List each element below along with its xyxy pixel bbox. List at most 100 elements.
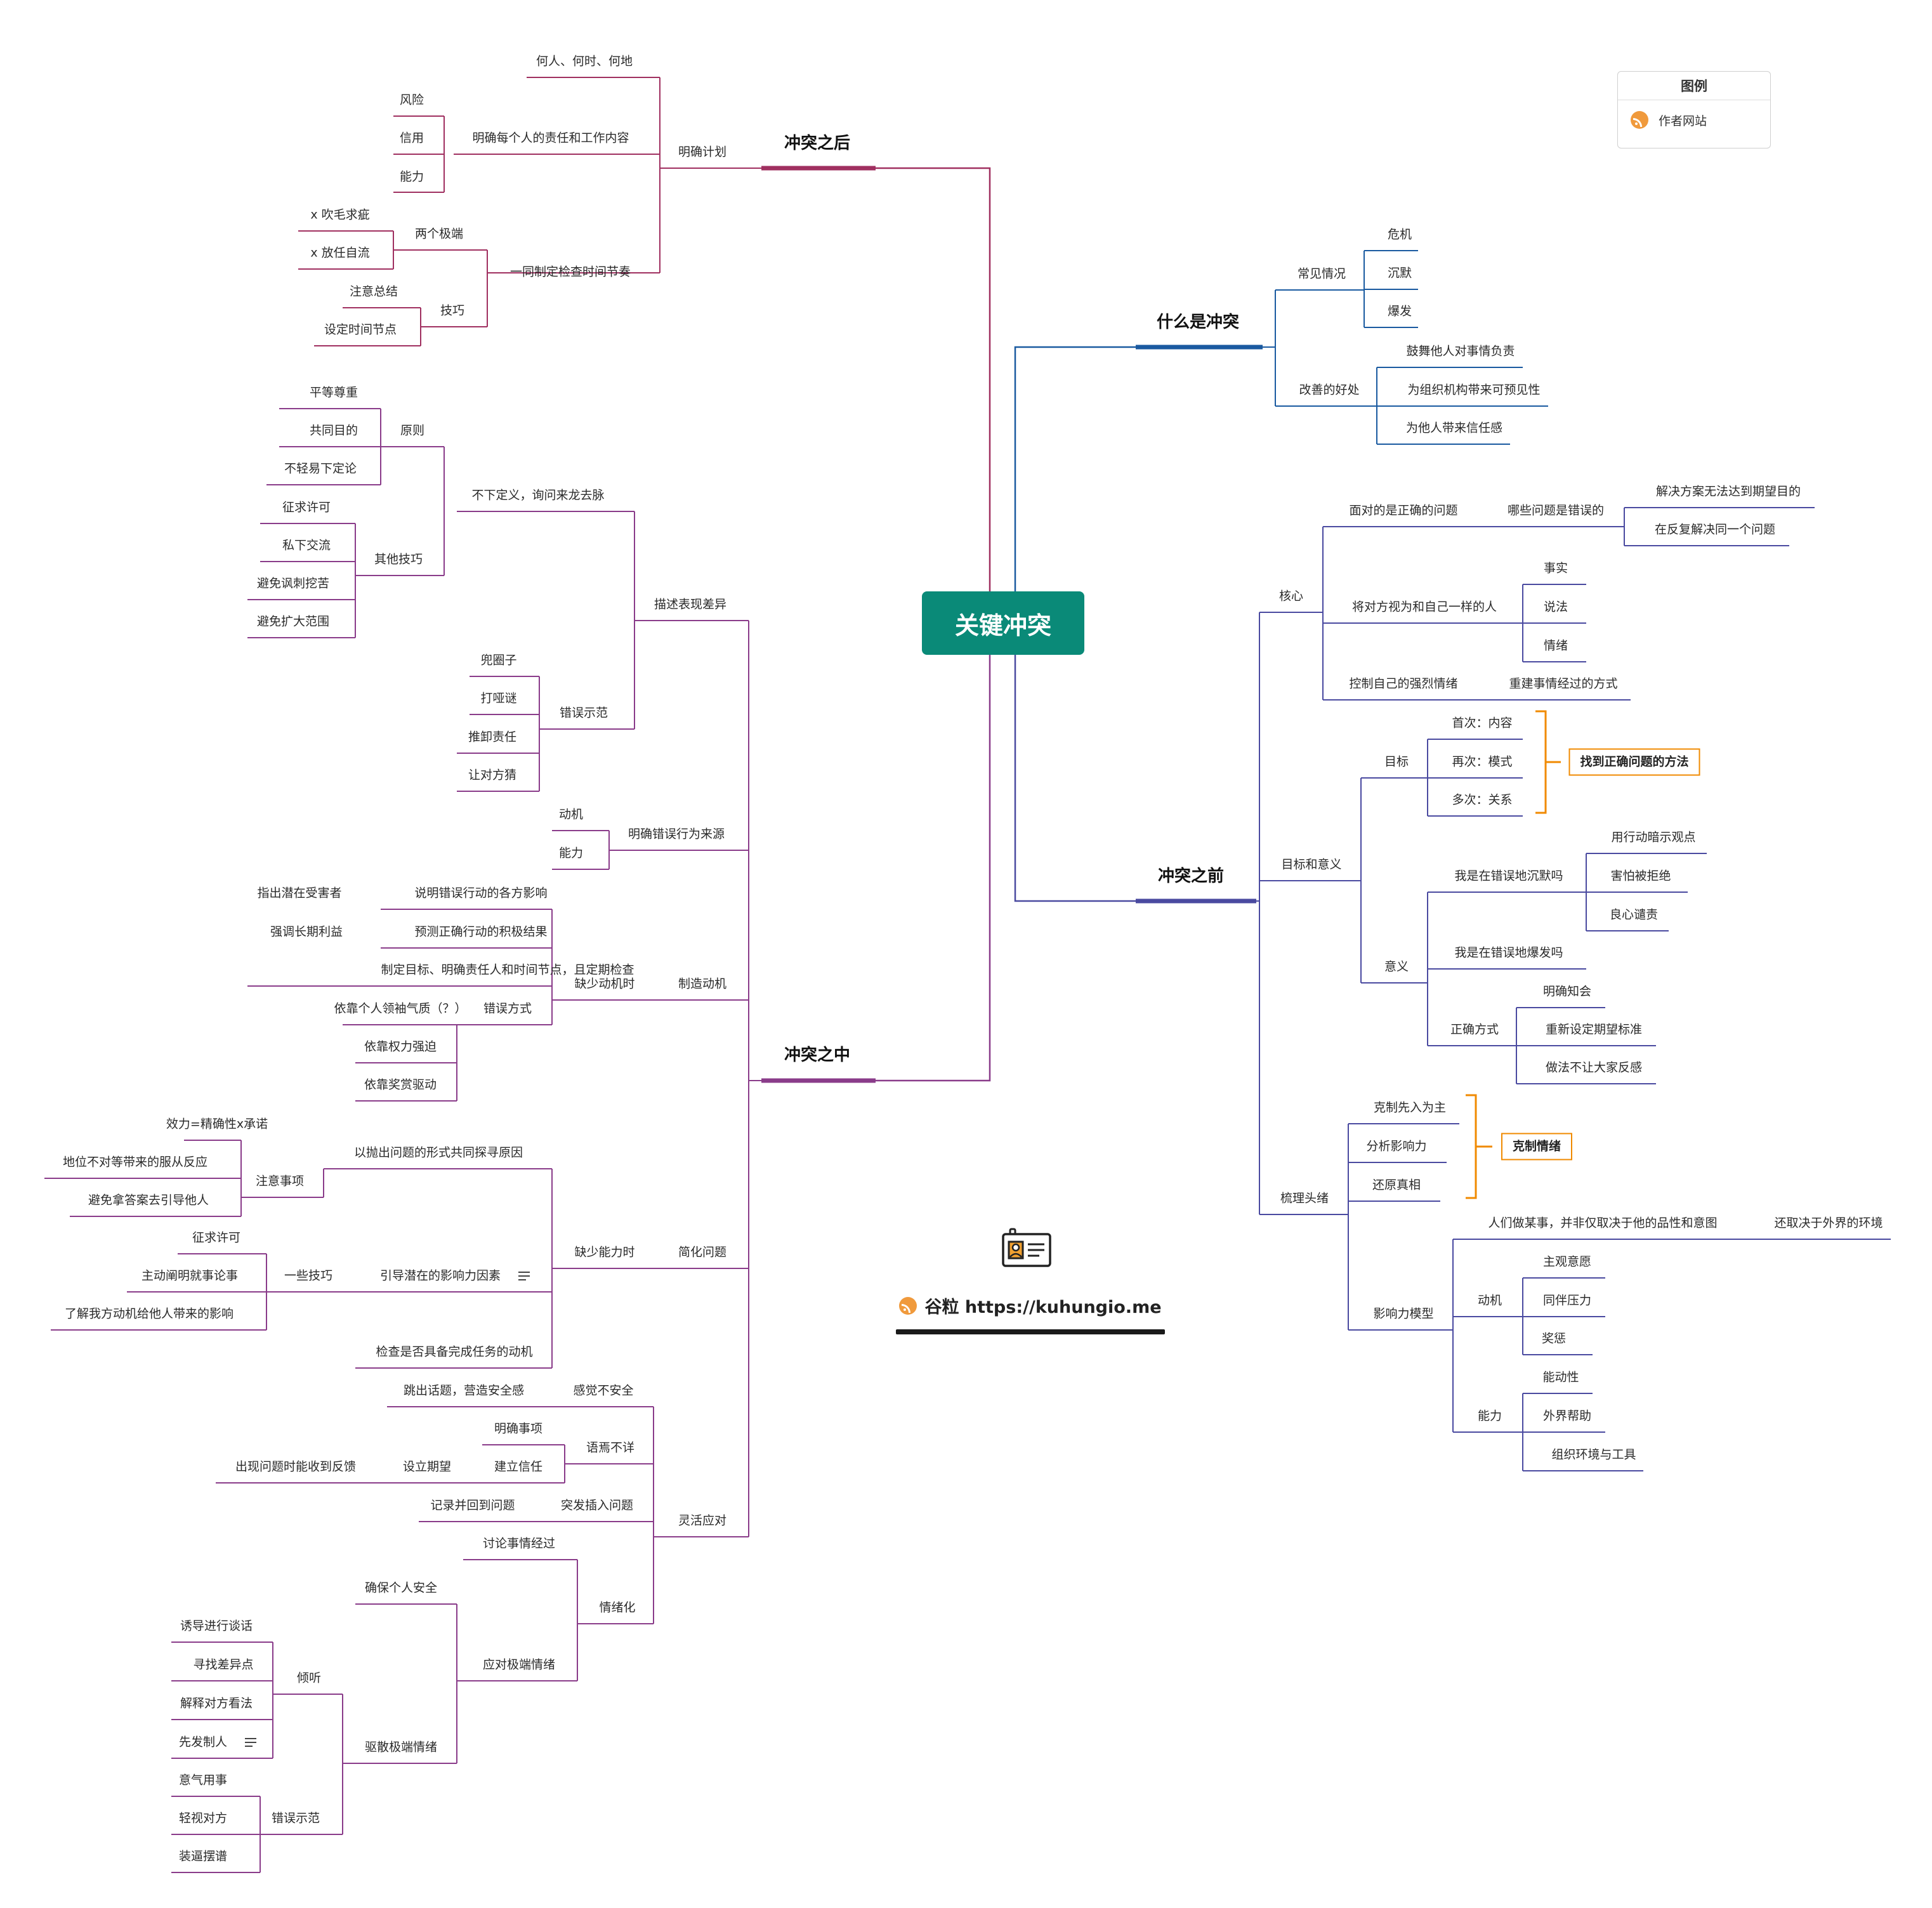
node[interactable]: 主观意愿 <box>1542 1254 1592 1269</box>
node[interactable]: 还取决于外界的环境 <box>1774 1216 1883 1230</box>
node[interactable]: 沉默 <box>1387 266 1412 280</box>
node[interactable]: 良心谴责 <box>1609 907 1659 922</box>
node[interactable]: 能力 <box>399 169 424 184</box>
node[interactable]: 装逼摆谱 <box>178 1849 228 1864</box>
node[interactable]: 了解我方动机给他人带来的影响 <box>64 1306 234 1321</box>
node[interactable]: 还原真相 <box>1372 1178 1421 1192</box>
node[interactable]: 避免拿答案去引导他人 <box>88 1193 209 1207</box>
brand-name[interactable]: 谷粒 https://kuhungio.me <box>924 1298 1162 1317</box>
node[interactable]: 意义 <box>1384 959 1409 974</box>
node[interactable]: 鼓舞他人对事情负责 <box>1406 344 1515 359</box>
topic-during[interactable]: 冲突之中 <box>784 1046 851 1065</box>
node[interactable]: 说法 <box>1543 600 1568 614</box>
node[interactable]: 依靠奖赏驱动 <box>364 1077 437 1092</box>
node[interactable]: 危机 <box>1387 227 1412 242</box>
node[interactable]: 共同目的 <box>309 423 358 438</box>
node[interactable]: 确保个人安全 <box>364 1581 438 1595</box>
node[interactable]: 做法不让大家反感 <box>1545 1060 1643 1075</box>
node[interactable]: 语焉不详 <box>586 1440 635 1455</box>
node[interactable]: 改善的好处 <box>1299 383 1360 397</box>
node[interactable]: 解决方案无法达到期望目的 <box>1655 484 1801 499</box>
node[interactable]: 缺少动机时 <box>574 977 635 991</box>
node[interactable]: 再次：模式 <box>1452 754 1513 769</box>
node[interactable]: 明确事项 <box>494 1421 543 1436</box>
topic-after[interactable]: 冲突之后 <box>784 134 851 153</box>
node[interactable]: 信用 <box>399 131 424 145</box>
node[interactable]: 不下定义，询问来龙去脉 <box>471 488 605 503</box>
node[interactable]: 动机 <box>558 807 584 822</box>
node[interactable]: 能动性 <box>1542 1370 1579 1385</box>
node[interactable]: 人们做某事，并非仅取决于他的品性和意图 <box>1488 1216 1718 1230</box>
node[interactable]: 解释对方看法 <box>180 1696 253 1711</box>
node[interactable]: 制造动机 <box>678 977 727 991</box>
node[interactable]: 目标 <box>1384 754 1409 769</box>
node[interactable]: 说明错误行动的各方影响 <box>414 886 548 900</box>
node[interactable]: 错误示范 <box>271 1811 320 1826</box>
node[interactable]: 用行动暗示观点 <box>1611 830 1696 845</box>
node[interactable]: 先发制人 <box>178 1735 228 1749</box>
node[interactable]: 兜圈子 <box>480 653 517 668</box>
node[interactable]: 主动阐明就事论事 <box>141 1268 239 1283</box>
note-icon[interactable] <box>244 1737 258 1748</box>
node[interactable]: 征求许可 <box>282 500 331 515</box>
node[interactable]: 明确每个人的责任和工作内容 <box>472 131 629 145</box>
node[interactable]: 其他技巧 <box>374 552 423 567</box>
node[interactable]: 奖惩 <box>1541 1331 1567 1346</box>
node[interactable]: 面对的是正确的问题 <box>1349 503 1458 518</box>
node[interactable]: 我是在错误地爆发吗 <box>1454 945 1563 960</box>
node[interactable]: 避免讽刺挖苦 <box>256 576 330 591</box>
topic-what[interactable]: 什么是冲突 <box>1156 313 1240 332</box>
node[interactable]: 重建事情经过的方式 <box>1509 676 1618 691</box>
node[interactable]: 征求许可 <box>192 1230 241 1245</box>
node[interactable]: 正确方式 <box>1450 1022 1499 1037</box>
summary-highlight[interactable]: 克制情绪 <box>1501 1133 1573 1161</box>
node[interactable]: 外界帮助 <box>1542 1409 1592 1423</box>
node[interactable]: 同伴压力 <box>1542 1293 1592 1308</box>
node[interactable]: 寻找差异点 <box>193 1657 254 1672</box>
node[interactable]: 爆发 <box>1387 304 1412 319</box>
node[interactable]: 依靠个人领袖气质（？） <box>334 1001 467 1016</box>
node[interactable]: 打哑谜 <box>480 691 517 706</box>
node[interactable]: 情绪化 <box>599 1600 636 1615</box>
node-after-plan[interactable]: 明确计划 <box>678 145 727 159</box>
node[interactable]: 注意总结 <box>349 284 398 299</box>
node[interactable]: 依靠权力强迫 <box>364 1039 437 1054</box>
node[interactable]: 出现问题时能收到反馈 <box>235 1459 357 1474</box>
node[interactable]: 动机 <box>1477 1293 1502 1308</box>
node[interactable]: 哪些问题是错误的 <box>1507 503 1605 518</box>
node[interactable]: 推卸责任 <box>468 730 517 744</box>
node[interactable]: x 吹毛求疵 <box>310 207 370 222</box>
node[interactable]: 轻视对方 <box>178 1811 228 1826</box>
node[interactable]: 设定时间节点 <box>324 322 397 337</box>
node[interactable]: 倾听 <box>296 1671 322 1685</box>
node[interactable]: 错误方式 <box>483 1001 532 1016</box>
node[interactable]: 多次：关系 <box>1452 793 1513 807</box>
node[interactable]: 害怕被拒绝 <box>1610 869 1671 883</box>
node[interactable]: 感觉不安全 <box>573 1383 634 1398</box>
node[interactable]: 地位不对等带来的服从反应 <box>62 1155 208 1169</box>
node[interactable]: 建立信任 <box>494 1459 543 1474</box>
node[interactable]: 私下交流 <box>282 538 331 553</box>
node[interactable]: 以抛出问题的形式共同探寻原因 <box>353 1145 523 1160</box>
node[interactable]: 灵活应对 <box>678 1513 727 1528</box>
node[interactable]: 重新设定期望标准 <box>1545 1022 1643 1037</box>
node[interactable]: 两个极端 <box>414 227 464 241</box>
node[interactable]: 分析影响力 <box>1366 1139 1427 1154</box>
node[interactable]: 描述表现差异 <box>654 597 727 612</box>
root-topic[interactable]: 关键冲突 <box>922 591 1084 655</box>
node[interactable]: 驱散极端情绪 <box>364 1740 438 1754</box>
node[interactable]: 能力 <box>558 846 584 860</box>
node[interactable]: 事实 <box>1543 561 1568 576</box>
node[interactable]: 讨论事情经过 <box>482 1536 556 1551</box>
node[interactable]: 强调长期利益 <box>270 924 343 939</box>
node[interactable]: 让对方猜 <box>468 768 517 782</box>
node[interactable]: 目标和意义 <box>1281 857 1342 872</box>
summary-highlight[interactable]: 找到正确问题的方法 <box>1568 748 1700 776</box>
node[interactable]: 核心 <box>1278 589 1304 603</box>
node[interactable]: 不轻易下定论 <box>284 461 357 476</box>
node[interactable]: 明确错误行为来源 <box>628 827 725 841</box>
node[interactable]: 组织环境与工具 <box>1551 1447 1636 1462</box>
node[interactable]: 技巧 <box>440 303 465 318</box>
node[interactable]: x 放任自流 <box>310 246 370 260</box>
node[interactable]: 常见情况 <box>1297 266 1346 281</box>
